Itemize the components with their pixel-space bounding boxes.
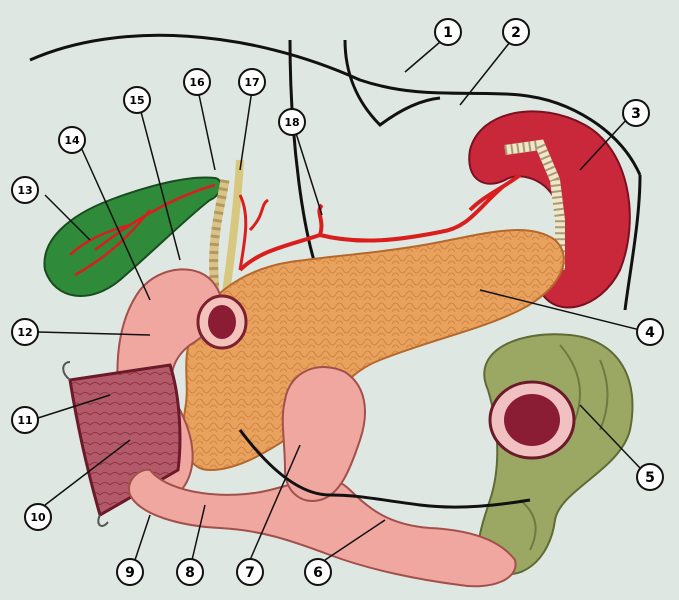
- label-3: 3: [622, 99, 650, 127]
- label-18: 18: [278, 108, 306, 136]
- label-9: 9: [116, 558, 144, 586]
- retractor-hooks: [62, 361, 109, 527]
- label-7: 7: [236, 558, 264, 586]
- label-16: 16: [183, 68, 211, 96]
- colon-lumen-inner: [504, 394, 560, 446]
- label-11-text: 11: [17, 414, 32, 427]
- colon-haustra: [519, 344, 609, 551]
- intestine-loop-ascending: [281, 366, 366, 502]
- lower-peritoneal-line: [238, 429, 531, 509]
- label-7-text: 7: [245, 565, 255, 581]
- label-5-text: 5: [645, 470, 655, 486]
- label-4: 4: [636, 318, 664, 346]
- pancreas-texture: [183, 230, 564, 470]
- label-11: 11: [11, 406, 39, 434]
- bile-duct-twist: [209, 179, 230, 291]
- label-10: 10: [24, 503, 52, 531]
- label-13-text: 13: [17, 184, 32, 197]
- peritoneal-line-right: [623, 174, 642, 311]
- label-14-text: 14: [64, 134, 80, 147]
- spleen-hilum-segments: [504, 139, 565, 270]
- label-17: 17: [238, 68, 266, 96]
- label-6-text: 6: [313, 565, 323, 581]
- label-17-text: 17: [244, 76, 259, 89]
- label-9-text: 9: [125, 565, 135, 581]
- gallbladder-arteries: [69, 183, 216, 277]
- label-1-text: 1: [443, 25, 453, 41]
- label-8-text: 8: [185, 565, 195, 581]
- label-6: 6: [304, 558, 332, 586]
- label-8: 8: [176, 558, 204, 586]
- label-10-text: 10: [30, 511, 46, 524]
- label-15: 15: [123, 86, 151, 114]
- portal-vein: [221, 159, 244, 301]
- label-3-text: 3: [631, 106, 641, 122]
- duodenal-lumen: [208, 305, 236, 339]
- label-15-text: 15: [129, 94, 144, 107]
- label-14: 14: [58, 126, 86, 154]
- hepatic-artery: [238, 194, 269, 271]
- leader-lines: [37, 41, 641, 561]
- colon: [477, 333, 634, 576]
- label-16-text: 16: [189, 76, 205, 89]
- label-12-text: 12: [17, 326, 32, 339]
- label-2-text: 2: [511, 25, 521, 41]
- splenic-artery: [238, 173, 522, 272]
- label-5: 5: [636, 463, 664, 491]
- label-13: 13: [11, 176, 39, 204]
- label-1: 1: [434, 18, 462, 46]
- peritoneal-line-upper: [29, 33, 642, 176]
- peritoneal-line-stomach: [343, 39, 441, 127]
- label-2: 2: [502, 18, 530, 46]
- label-12: 12: [11, 318, 39, 346]
- label-18-text: 18: [284, 116, 299, 129]
- label-4-text: 4: [645, 325, 655, 341]
